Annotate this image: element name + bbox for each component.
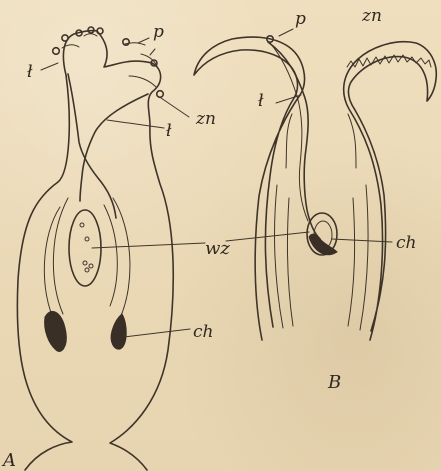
label-b-p: p [295,9,306,29]
label-a-p: p [153,22,164,42]
stigma-lobes-a [62,34,157,87]
figure-b [194,29,436,340]
pollen-grain-a2 [62,35,68,41]
nucleus-a5 [85,268,89,272]
style-inner-a [68,74,116,218]
label-b-ch: ch [396,233,416,253]
pointer-a-p-1 [138,38,149,43]
pollen-tube-a [80,94,148,201]
pointer-a-l-mid [107,120,164,128]
pointer-b-p [279,29,293,36]
label-a-ch: ch [193,322,213,342]
label-b: B [327,372,341,393]
integument-4-a [104,205,117,306]
pointer-a-ch [124,329,190,337]
inner-wall-b5 [287,198,293,326]
figure-a [17,27,205,470]
inner-wall-b3 [275,185,283,328]
label-a: A [1,450,16,471]
nucleus-a2 [85,237,89,241]
inner-wall-b2 [348,114,356,168]
nucleus-a4 [89,264,93,268]
flower-outline-b-right [344,42,437,340]
label-a-l-top: ł [27,62,33,82]
inner-wall-b1 [286,114,292,168]
ovary-outline-a [17,31,173,470]
label-a-zn: zn [195,109,216,129]
pointer-wz-b [226,232,309,241]
pollen-grain-a8 [157,91,164,98]
label-a-l-mid: ł [166,121,172,141]
pointer-wz-a [92,243,205,248]
label-b-zn: zn [361,6,382,26]
label-b-l: ł [258,91,264,111]
pointer-a-zn [161,98,189,117]
inner-wall-b4 [360,185,368,330]
pollen-grain-a1 [53,48,60,55]
pointer-a-l-top [41,63,58,70]
nucleus-a3 [83,261,87,265]
chalaza-left-a [45,311,67,351]
nucleus-a1 [80,223,84,227]
chalaza-right-a [111,314,126,349]
label-wz: wz [205,238,230,259]
pointer-a-p-2 [150,49,155,55]
flower-outline-b [194,37,304,340]
inner-wall-b6 [348,198,355,326]
